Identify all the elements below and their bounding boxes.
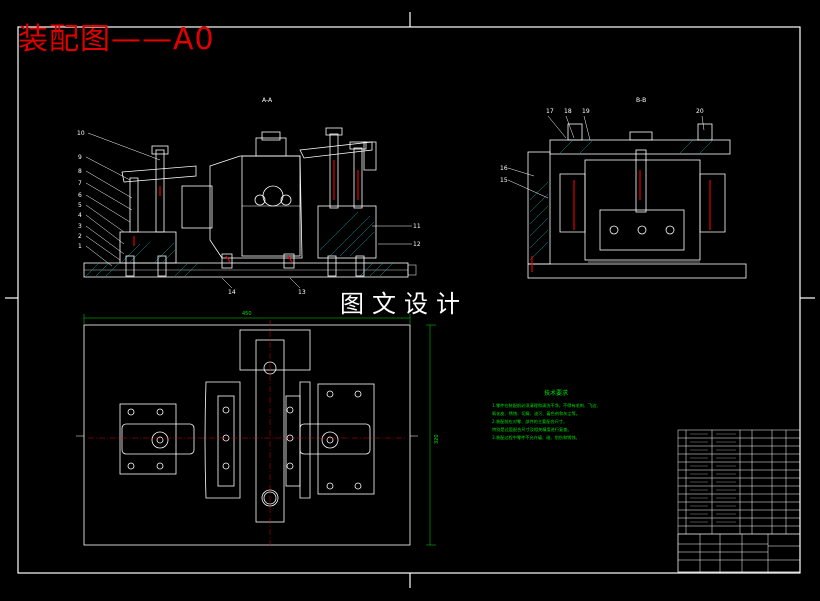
section-view-aa bbox=[83, 127, 417, 289]
dimension-label: 320 bbox=[434, 434, 440, 444]
part-number: 16 bbox=[500, 165, 508, 172]
part-number: 8 bbox=[78, 168, 82, 175]
tech-requirements: 1.零件在装配前必须清理和清洗干净，不得有毛刺、飞边、 氧化皮、锈蚀、切屑、油污… bbox=[492, 402, 601, 442]
part-number: 3 bbox=[78, 223, 82, 230]
part-number: 9 bbox=[78, 154, 82, 161]
drawing-title: 装配图——A0 bbox=[18, 22, 215, 57]
tech-requirements-title: 技术要求 bbox=[544, 390, 569, 397]
view-label-aa: A-A bbox=[262, 97, 273, 104]
tech-line: 1.零件在装配前必须清理和清洗干净，不得有毛刺、飞边、 bbox=[492, 403, 601, 408]
tech-line: 特别是过盈配合尺寸及相关精度进行复查。 bbox=[492, 427, 572, 432]
center-marks bbox=[5, 12, 815, 588]
section-view-bb bbox=[507, 115, 747, 279]
part-number: 4 bbox=[78, 212, 82, 219]
watermark: 图文设计 bbox=[340, 290, 468, 318]
part-number: 1 bbox=[78, 243, 82, 250]
tech-line: 3.装配过程中零件不允许磕、碰、划伤和锈蚀。 bbox=[492, 435, 580, 440]
part-number: 11 bbox=[413, 223, 421, 230]
plan-view bbox=[76, 314, 436, 548]
tech-line: 氧化皮、锈蚀、切屑、油污、着色剂和灰尘等。 bbox=[492, 411, 580, 416]
part-number: 13 bbox=[298, 289, 306, 296]
part-number: 14 bbox=[228, 289, 236, 296]
part-number: 2 bbox=[78, 233, 82, 240]
part-number: 5 bbox=[78, 202, 82, 209]
part-number: 18 bbox=[564, 108, 572, 115]
view-label-bb: B-B bbox=[636, 97, 646, 104]
part-number: 15 bbox=[500, 177, 508, 184]
parts-list bbox=[677, 429, 801, 573]
part-number: 10 bbox=[77, 130, 85, 137]
sheet-border bbox=[17, 26, 801, 574]
part-number: 17 bbox=[546, 108, 554, 115]
part-number: 19 bbox=[582, 108, 590, 115]
tech-line: 2.装配前应对零、部件的主要配合尺寸， bbox=[492, 419, 568, 424]
part-number: 12 bbox=[413, 241, 421, 248]
part-number: 7 bbox=[78, 180, 82, 187]
part-number: 6 bbox=[78, 192, 82, 199]
labels: A-A B-B 10 9 8 7 6 5 4 3 2 1 11 12 14 13… bbox=[77, 97, 704, 444]
part-number: 20 bbox=[696, 108, 704, 115]
dimension-label: 450 bbox=[242, 311, 252, 317]
